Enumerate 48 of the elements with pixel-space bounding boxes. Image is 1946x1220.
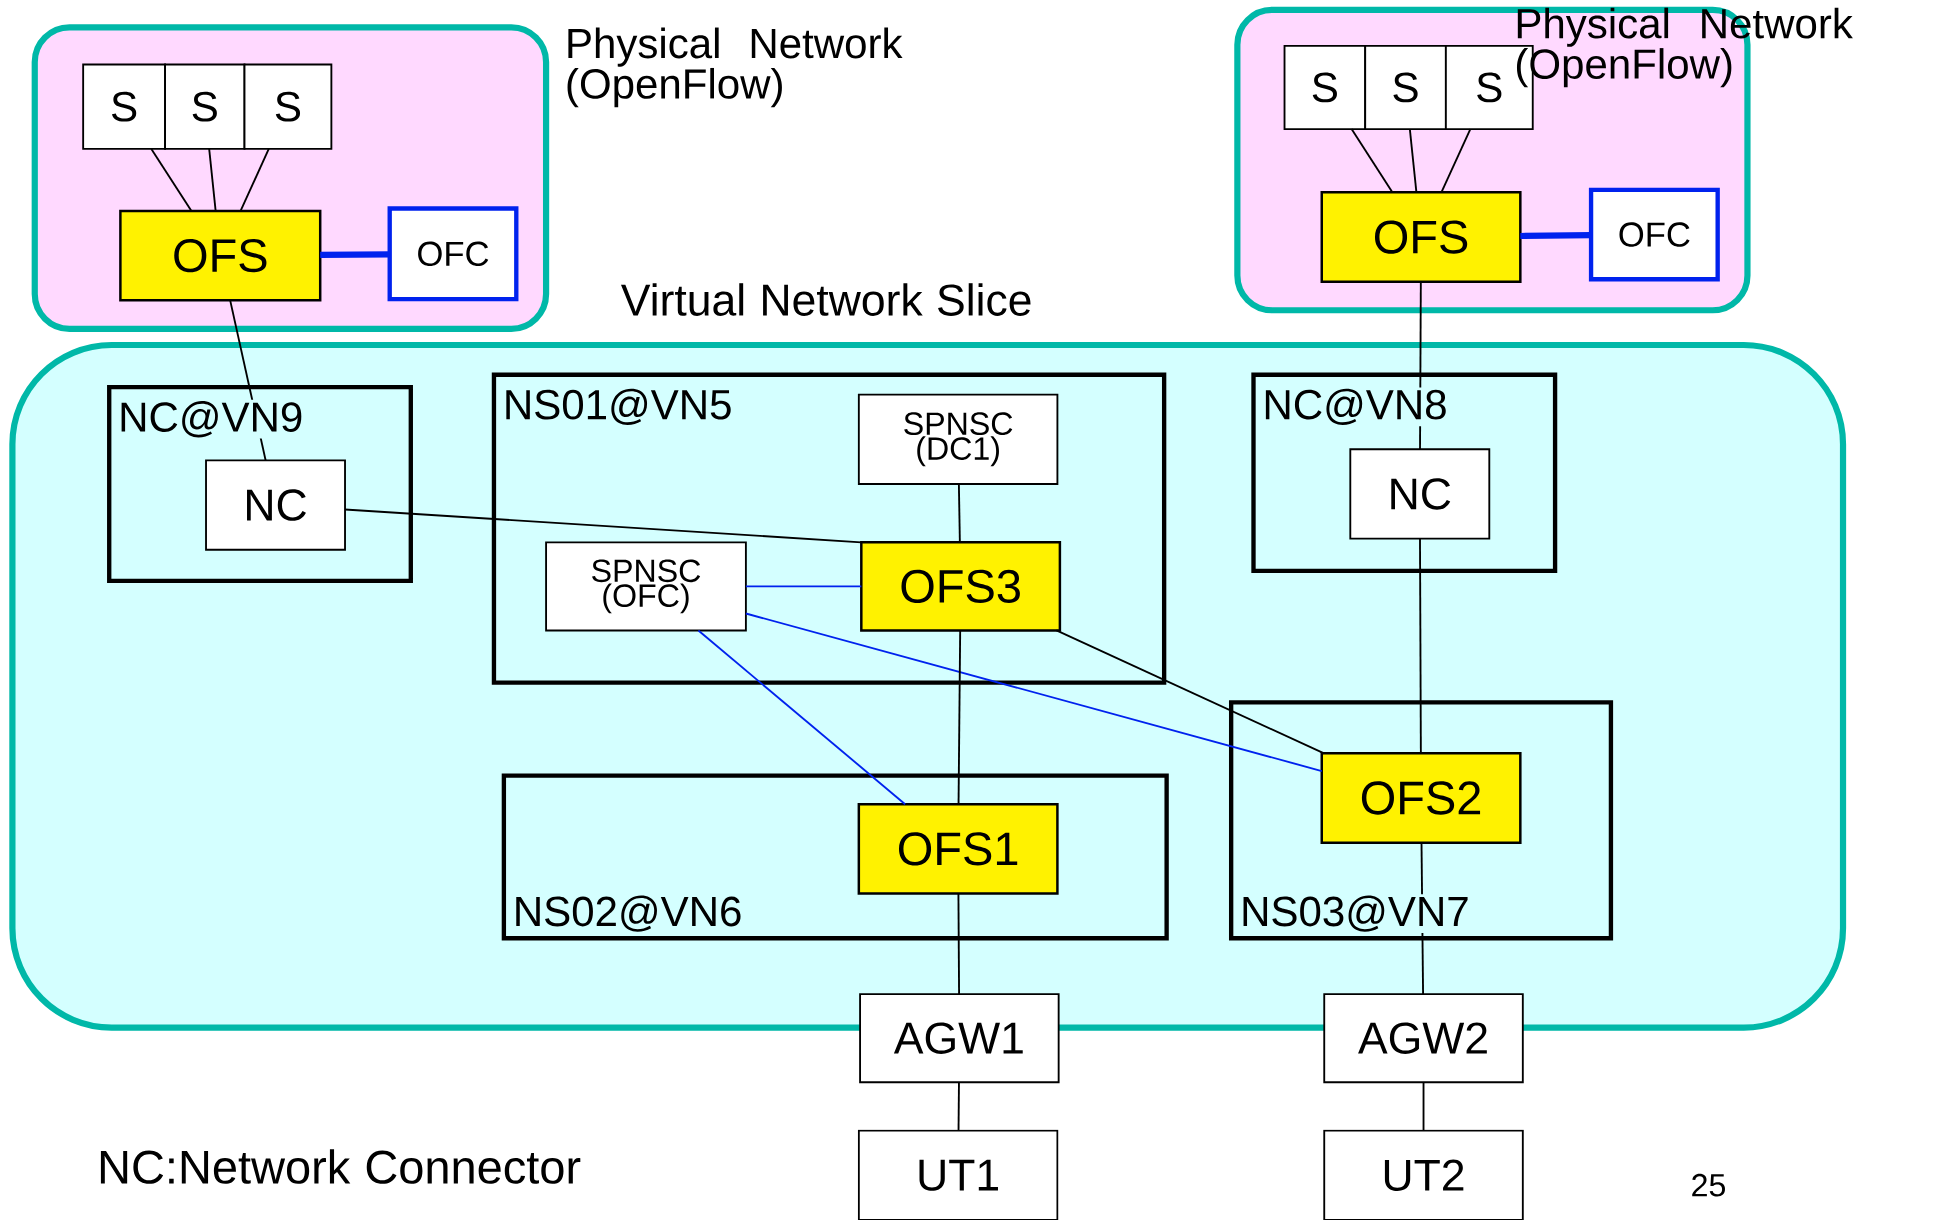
connector-line (239, 148, 270, 212)
switch-box: OFS (119, 209, 322, 302)
device-box: NC (205, 459, 346, 551)
switch-box: OFS2 (1320, 752, 1522, 844)
connector-line (957, 483, 961, 544)
connector-line (1422, 1081, 1425, 1132)
controller-box: SPNSC (DC1) (857, 393, 1059, 485)
device-box: S (1364, 45, 1447, 130)
node-title: NC@VN9 (116, 399, 305, 439)
device-box: UT2 (1323, 1129, 1524, 1220)
connector-line (1440, 128, 1472, 194)
connector-line (744, 585, 863, 588)
connector-line (1055, 629, 1325, 755)
connector-line (957, 1081, 960, 1132)
connector-line (1520, 232, 1592, 240)
controller-box: OFC (1588, 187, 1720, 282)
connector-line (208, 148, 217, 212)
device-box: NC (1349, 448, 1491, 540)
connector-line (1408, 128, 1418, 194)
panel-title: Virtual Network Slice (621, 283, 1031, 316)
connector-line (320, 251, 390, 258)
switch-box: OFS (1320, 191, 1522, 283)
note-text: NC:Network Connector (100, 1149, 581, 1184)
connector-line (344, 508, 863, 544)
connector-line (744, 612, 1323, 772)
node-title: NC@VN8 (1261, 387, 1449, 427)
connector-line (957, 892, 960, 996)
controller-box: SPNSC (OFC) (545, 541, 747, 632)
switch-box: OFS1 (857, 803, 1059, 895)
connector-line (1419, 537, 1422, 755)
note-text: 25 (1692, 1173, 1725, 1197)
connector-line (957, 629, 962, 806)
connector-line (697, 629, 907, 806)
connector-line (150, 148, 193, 212)
switch-box: OFS3 (860, 541, 1062, 632)
device-box: UT1 (857, 1129, 1059, 1220)
controller-box: OFC (387, 206, 519, 302)
node-title: NS01@VN5 (501, 387, 734, 427)
device-box: S (1283, 45, 1367, 130)
device-box: S (82, 63, 166, 150)
node-title: NS02@VN6 (511, 894, 744, 934)
device-box: S (243, 63, 333, 150)
device-box: AGW2 (1323, 993, 1524, 1084)
device-box: S (164, 63, 246, 150)
node-title: NS03@VN7 (1238, 894, 1471, 934)
connector-line (1350, 128, 1394, 194)
device-box: AGW1 (859, 993, 1060, 1084)
panel-title: Physical Network (OpenFlow) (567, 27, 903, 108)
